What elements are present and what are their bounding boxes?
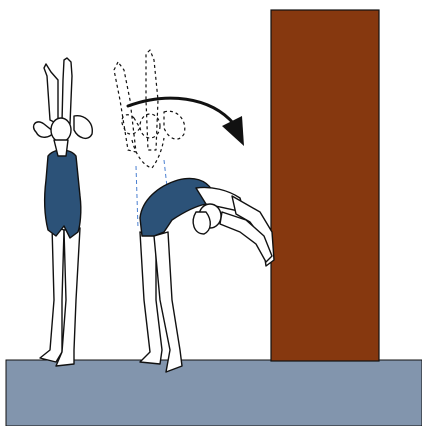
- leotard: [45, 150, 81, 238]
- standing-gymnast-figure: [34, 58, 93, 366]
- wall-block: [271, 10, 379, 361]
- floor-mat: [6, 360, 422, 426]
- guide-line-left: [136, 166, 138, 228]
- backbend-gymnast-figure: [140, 178, 274, 372]
- ghost-start-figure: [114, 50, 185, 168]
- curved-motion-arrow: [128, 98, 244, 146]
